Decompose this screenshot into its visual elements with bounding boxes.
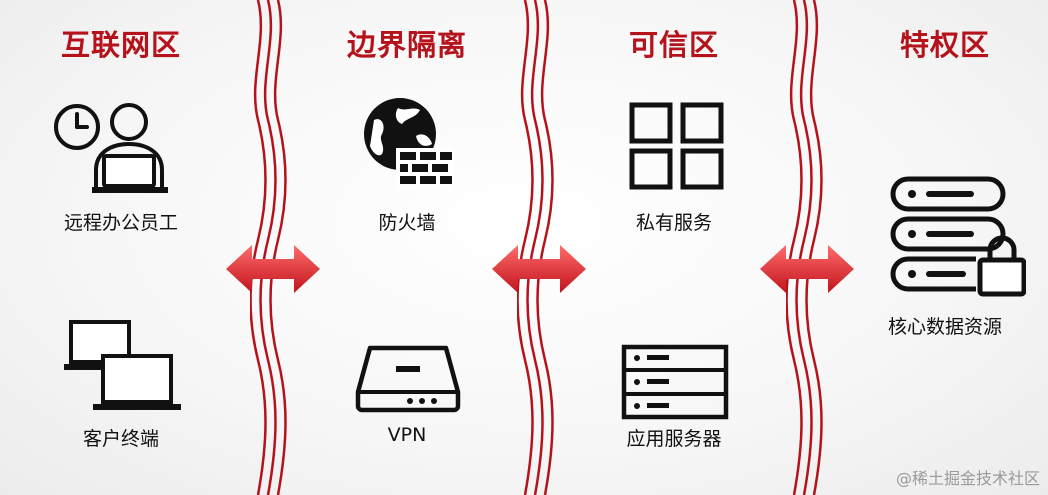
bidirectional-arrow-2 (492, 245, 586, 293)
bidirectional-arrow-3 (760, 245, 854, 293)
zone-title-internet: 互联网区 (60, 28, 181, 62)
label-client-terminal: 客户终端 (82, 428, 159, 450)
core-data-icon (890, 176, 1026, 297)
wavy-divider-3 (786, 0, 823, 495)
wavy-divider-2 (517, 0, 554, 495)
label-private-service: 私有服务 (635, 212, 712, 234)
vpn-icon (355, 345, 461, 413)
zone-title-boundary: 边界隔离 (346, 28, 467, 62)
zone-title-privileged: 特权区 (899, 28, 990, 62)
private-service-icon (629, 102, 724, 190)
zone-title-trusted: 可信区 (628, 28, 719, 62)
watermark: @稀土掘金技术社区 (895, 469, 1040, 488)
label-app-server: 应用服务器 (626, 428, 722, 450)
label-core-data: 核心数据资源 (887, 316, 1002, 338)
client-terminal-icon (64, 320, 181, 410)
label-remote-worker: 远程办公员工 (63, 212, 178, 234)
label-vpn: VPN (387, 424, 427, 446)
label-firewall: 防火墙 (378, 212, 436, 234)
remote-worker-icon (54, 103, 168, 193)
bidirectional-arrow-1 (226, 245, 320, 293)
app-server-icon (621, 344, 729, 420)
wavy-divider-1 (250, 0, 287, 495)
firewall-icon (364, 98, 454, 190)
